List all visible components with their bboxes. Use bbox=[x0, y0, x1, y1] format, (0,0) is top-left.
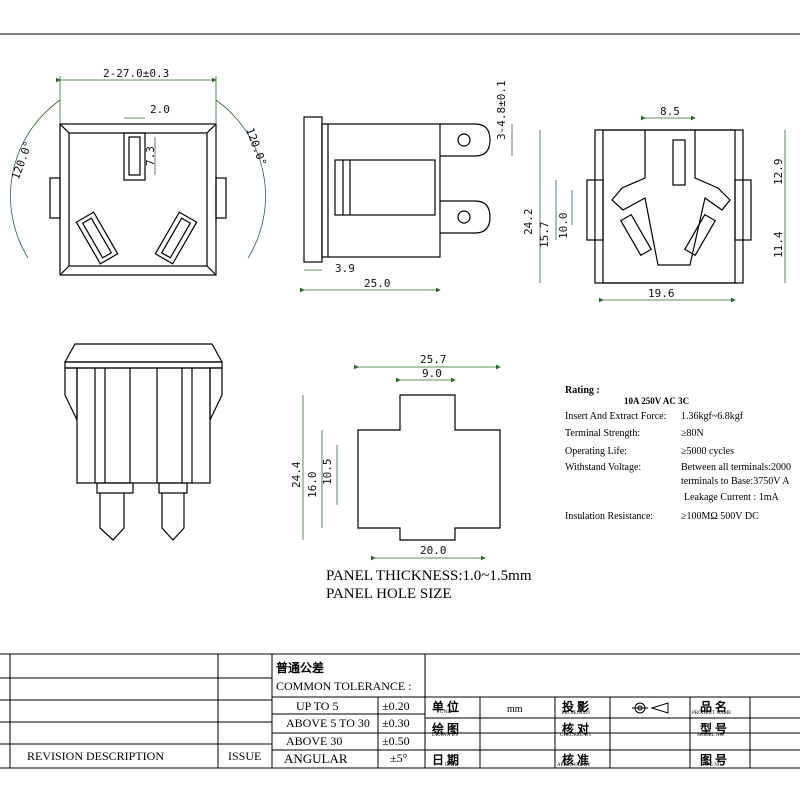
front-dims bbox=[56, 76, 217, 175]
unit-value: mm bbox=[507, 704, 523, 715]
model-no-en: MODEL NO. bbox=[697, 733, 725, 738]
cutout-dims bbox=[302, 364, 501, 561]
dim-cutout-total-h: 24.4 bbox=[290, 461, 303, 488]
dim-front-width: 2-27.0±0.3 bbox=[103, 67, 169, 80]
dwg-no-cn: 图 号 bbox=[700, 753, 728, 767]
projection-symbol-icon bbox=[632, 702, 669, 714]
unit-en: UNIT bbox=[440, 710, 452, 715]
dim-cutout-top: 25.7 bbox=[420, 353, 447, 366]
spec-insert-value: 1.36kgf~6.8kgf bbox=[681, 411, 744, 422]
common-tolerance-en: COMMON TOLERANCE : bbox=[276, 679, 412, 693]
dim-top-width: 8.5 bbox=[660, 105, 680, 118]
spec-life-label: Operating Life: bbox=[565, 446, 627, 457]
spec-life-value: ≥5000 cycles bbox=[681, 446, 734, 457]
spec-insulation-value: ≥100MΩ 500V DC bbox=[681, 511, 759, 522]
front-view bbox=[10, 99, 266, 276]
dim-bottom-width: 19.6 bbox=[648, 287, 675, 300]
dim-cutout-bottom: 20.0 bbox=[420, 544, 447, 557]
issue-label: ISSUE bbox=[228, 749, 262, 763]
back-dims bbox=[539, 115, 786, 303]
dwg-no-en: DWG NO. bbox=[701, 763, 723, 768]
dim-tab-height: 3-4.8±0.1 bbox=[495, 80, 508, 140]
spec-insert-label: Insert And Extract Force: bbox=[565, 411, 667, 422]
dim-full-height: 24.2 bbox=[522, 209, 535, 236]
spec-withstand-value2: terminals to Base:3750V A bbox=[681, 476, 790, 487]
panel-thickness-note: PANEL THICKNESS:1.0~1.5mm bbox=[326, 568, 532, 584]
dim-flange: 3.9 bbox=[335, 262, 355, 275]
tol-value-3: ±0.50 bbox=[382, 734, 410, 748]
drawn-cn: 绘 图 bbox=[432, 722, 460, 736]
title-block-grid bbox=[0, 653, 800, 769]
dim-cutout-mid-h: 10.5 bbox=[321, 459, 334, 486]
tol-value-4: ±5° bbox=[390, 751, 408, 765]
dim-h-b: 10.0 bbox=[557, 213, 570, 240]
back-view bbox=[586, 129, 752, 284]
dim-h-a: 15.7 bbox=[538, 222, 551, 249]
tol-range-2: ABOVE 5 TO 30 bbox=[286, 716, 370, 730]
tol-range-1: UP TO 5 bbox=[296, 699, 339, 713]
bottom-view bbox=[63, 343, 224, 541]
dim-angle-left: 120.0° bbox=[9, 139, 35, 181]
side-dims bbox=[300, 124, 513, 293]
common-tolerance-cn: 普通公差 bbox=[276, 661, 325, 675]
dim-depth: 25.0 bbox=[364, 277, 391, 290]
dim-cutout-mid: 9.0 bbox=[422, 367, 442, 380]
date-en: DATE bbox=[445, 763, 458, 768]
panel-hole-note: PANEL HOLE SIZE bbox=[326, 586, 452, 602]
spec-terminal-label: Terminal Strength: bbox=[565, 428, 641, 439]
spec-withstand-value1: Between all terminals:2000 bbox=[681, 462, 791, 473]
cutout-view bbox=[357, 394, 501, 541]
dim-pin-height: 7.3 bbox=[144, 146, 157, 166]
spec-leakage: Leakage Current : 1mA bbox=[684, 492, 779, 503]
dim-r-top: 12.9 bbox=[772, 159, 785, 186]
dim-r-bot: 11.4 bbox=[772, 231, 785, 258]
dim-cutout-side-h: 16.0 bbox=[306, 472, 319, 499]
spec-rating-value: 10A 250V AC 3C bbox=[624, 396, 690, 406]
spec-insulation-label: Insulation Resistance: bbox=[565, 511, 654, 522]
projected-en: PROJECTED bbox=[562, 711, 590, 716]
tol-range-4: ANGULAR bbox=[284, 751, 348, 766]
spec-terminal-value: ≥80N bbox=[681, 428, 704, 439]
dim-angle-right: 120.0° bbox=[243, 126, 269, 168]
unit-cn: 单 位 bbox=[432, 700, 460, 714]
dim-pin-width: 2.0 bbox=[150, 103, 170, 116]
spec-rating-label: Rating : bbox=[565, 385, 600, 396]
checked-cn: 核 对 bbox=[562, 722, 590, 736]
product-name-cn: 品 名 bbox=[700, 700, 728, 714]
projected-cn: 投 影 bbox=[562, 700, 590, 714]
approval-en: APPROVAL BY bbox=[557, 763, 591, 768]
checked-en: CHECKED BY bbox=[560, 733, 592, 738]
model-no-cn: 型 号 bbox=[700, 722, 728, 736]
side-view bbox=[303, 116, 491, 263]
tol-value-1: ±0.20 bbox=[382, 699, 410, 713]
tol-value-2: ±0.30 bbox=[382, 716, 410, 730]
product-name-en: PRODUCT NAME bbox=[692, 711, 732, 716]
date-cn: 日 期 bbox=[432, 753, 460, 767]
spec-withstand-label: Withstand Voltage: bbox=[565, 462, 642, 473]
revision-description: REVISION DESCRIPTION bbox=[27, 749, 165, 763]
approval-cn: 核 准 bbox=[562, 753, 590, 767]
tol-range-3: ABOVE 30 bbox=[286, 734, 343, 748]
drawn-en: DRAWN BY bbox=[432, 733, 459, 738]
